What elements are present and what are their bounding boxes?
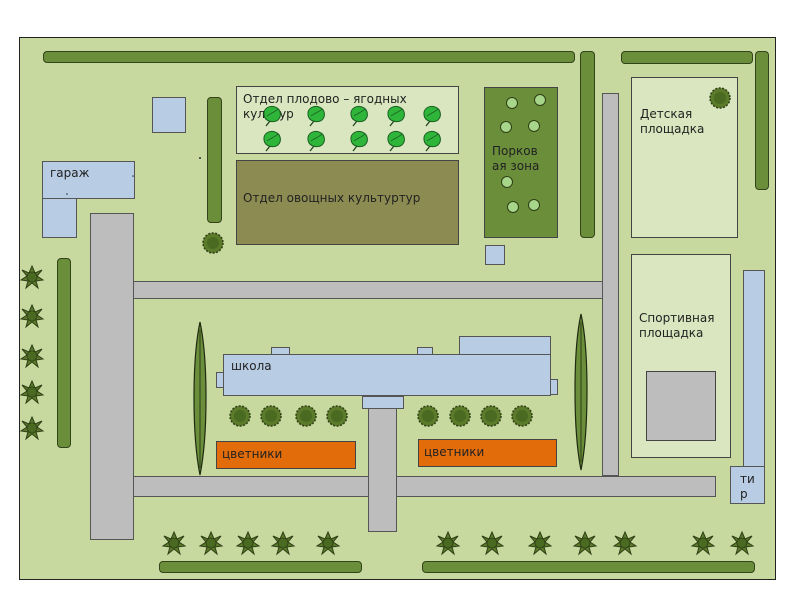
hedge-mid-vertical — [580, 51, 595, 238]
park-zone-label-line2: ая зона — [492, 159, 540, 173]
star-shrub-icon — [162, 531, 186, 555]
hedge-bottom-right — [422, 561, 755, 573]
school-porch — [362, 396, 404, 409]
flowerbed-left-label: цветники — [222, 447, 283, 461]
star-shrub-icon — [20, 344, 44, 368]
leaf-tree-icon — [387, 130, 405, 152]
round-tree-icon — [480, 405, 502, 427]
star-shrub-icon — [613, 531, 637, 555]
leaf-tree-icon — [263, 130, 281, 152]
star-shrub-icon — [236, 531, 260, 555]
leaf-tree-icon — [307, 105, 325, 127]
school-trees — [229, 405, 533, 427]
round-tree-icon — [534, 94, 546, 106]
hedge-bottom-left — [159, 561, 362, 573]
stray-dot — [132, 175, 134, 177]
sports-ground-label-line1: Спортивная — [639, 311, 715, 325]
star-shrub-icon — [573, 531, 597, 555]
school-label: школа — [231, 359, 272, 373]
round-tree-icon — [528, 199, 540, 211]
star-shrub-icon — [480, 531, 504, 555]
park-trees — [500, 94, 546, 213]
star-shrub-icon — [199, 531, 223, 555]
hedge-top-right — [621, 51, 753, 64]
leaf-tree-icon — [350, 105, 368, 127]
road-left-vertical — [90, 213, 134, 540]
round-tree-icon — [295, 405, 317, 427]
left-shrubs — [20, 265, 44, 440]
round-tree-icon — [501, 176, 513, 188]
leaf-tree-icon — [263, 105, 281, 127]
star-shrub-icon — [20, 265, 44, 289]
star-shrub-icon — [271, 531, 295, 555]
stray-dot — [199, 157, 201, 159]
round-tree-icon — [260, 405, 282, 427]
small-building-park — [485, 245, 505, 265]
sports-ground-label-line2: площадка — [639, 326, 704, 340]
leaf-tree-icon — [307, 130, 325, 152]
round-tree-icon — [506, 97, 518, 109]
garage-annex — [42, 198, 77, 238]
flowerbed-right-label: цветники — [424, 445, 485, 459]
round-tree-icon — [500, 121, 512, 133]
round-tree-icon — [202, 232, 224, 254]
fruit-trees — [263, 105, 441, 152]
star-shrub-icon — [436, 531, 460, 555]
star-shrub-icon — [20, 416, 44, 440]
leaf-tree-icon — [423, 105, 441, 127]
park-zone-label-line1: Порков — [492, 144, 538, 158]
fruit-department-label-line1: Отдел плодово – ягодных — [243, 92, 407, 106]
playground-label-line2: площадка — [640, 122, 705, 136]
round-tree-icon — [326, 405, 348, 427]
round-tree-icon — [449, 405, 471, 427]
spindle-conifer-icon — [193, 321, 207, 476]
shooting-range-booth: ти р — [730, 466, 765, 504]
hedge-far-left-vertical — [57, 258, 71, 448]
school-building: школа — [223, 354, 551, 396]
stray-dot — [66, 193, 68, 195]
leaf-tree-icon — [350, 130, 368, 152]
round-tree-icon — [528, 120, 540, 132]
hedge-left-vertical — [207, 97, 222, 223]
round-tree-icon — [511, 405, 533, 427]
vegetable-department: Отдел овощных культуртур — [236, 160, 459, 245]
hedge-right-vertical — [755, 51, 769, 190]
road-lower-horizontal — [133, 476, 716, 497]
bottom-shrubs — [162, 531, 754, 555]
star-shrub-icon — [730, 531, 754, 555]
round-tree-icon — [229, 405, 251, 427]
garage-building: гараж — [42, 161, 135, 199]
star-shrub-icon — [20, 380, 44, 404]
star-shrub-icon — [691, 531, 715, 555]
small-building-top — [152, 97, 186, 133]
flowerbed-left: цветники — [216, 441, 356, 469]
spindle-conifer-icon — [574, 313, 588, 471]
round-tree-icon — [507, 201, 519, 213]
leaf-tree-icon — [387, 105, 405, 127]
flowerbed-right: цветники — [418, 439, 557, 467]
leaf-tree-icon — [423, 130, 441, 152]
vegetable-department-label: Отдел овощных культуртур — [243, 191, 421, 205]
hedge-top-left — [43, 51, 575, 63]
shooting-range-label-line1: ти — [740, 472, 755, 486]
star-shrub-icon — [528, 531, 552, 555]
star-shrub-icon — [316, 531, 340, 555]
star-shrub-icon — [20, 304, 44, 328]
road-right-vertical — [602, 93, 619, 476]
sports-court — [646, 371, 716, 441]
round-tree-icon — [709, 87, 731, 109]
playground-label-line1: Детская — [640, 107, 693, 121]
garage-label: гараж — [50, 166, 90, 180]
shooting-range-label-line2: р — [740, 487, 748, 501]
round-tree-icon — [417, 405, 439, 427]
park-zone: Порков ая зона — [484, 87, 558, 238]
